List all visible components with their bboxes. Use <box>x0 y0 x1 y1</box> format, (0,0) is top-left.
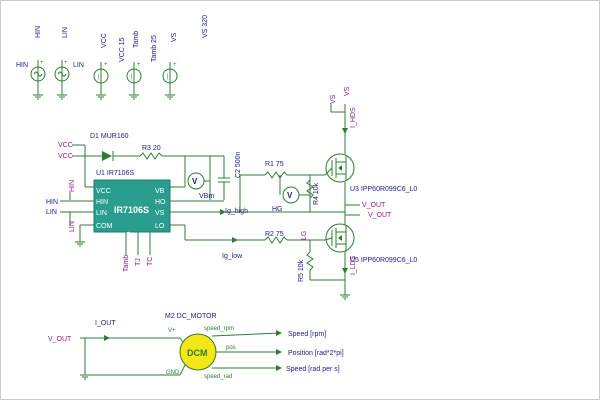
tj-label: TJ <box>135 258 142 266</box>
d1-diode-symbol[interactable] <box>102 151 112 161</box>
svg-text:V: V <box>287 191 293 200</box>
svg-text:+: + <box>137 62 141 68</box>
svg-text:|: | <box>131 74 133 80</box>
motor-body-label: DCM <box>187 348 208 358</box>
u5-mosfet[interactable] <box>325 223 355 253</box>
u1-pin-lin: LIN <box>96 210 107 217</box>
source-vs-label: VS <box>171 32 178 42</box>
vs-side-label: VS <box>344 86 351 96</box>
output-speed-rpm: Speed [rpm] <box>288 331 326 338</box>
v-out-label-2: V_OUT <box>368 212 392 219</box>
r5-label: R5 10k <box>298 259 305 282</box>
motor-pin-pos: pos <box>226 345 236 351</box>
vs-top-rot-label: VS <box>330 94 337 104</box>
source-tamb-rot-label: Tamb 25 <box>151 35 158 62</box>
r4-label: R4 10k <box>313 182 320 205</box>
v-out-motor-label: V_OUT <box>48 336 72 343</box>
vcc-label-1: VCC <box>58 142 73 149</box>
hin-left-label: HIN <box>46 199 58 206</box>
vbm-label: VBm <box>199 193 214 200</box>
lin-left-label: LIN <box>46 209 57 216</box>
source-hin-label: HIN <box>16 62 28 69</box>
u1-label: U1 IR7106S <box>96 170 134 177</box>
svg-text:|: | <box>167 74 169 80</box>
i-out-label: I_OUT <box>95 320 116 327</box>
u1-pin-vb: VB <box>155 188 165 195</box>
vcc-label-2: VCC <box>58 153 73 160</box>
tamb-bottom-label: Tamb <box>123 255 130 272</box>
r1-label: R1 75 <box>265 161 284 168</box>
u1-pin-tamb: TAMB <box>126 231 132 245</box>
u3-label: U3 IPP60R099C6_L0 <box>350 186 417 193</box>
u1-pin-com: COM <box>96 223 113 230</box>
output-speed-rad: Speed [rad per s] <box>286 366 340 373</box>
ig-low-label: Ig_low <box>222 253 243 260</box>
hg-label: HG <box>272 206 283 213</box>
source-vs[interactable]: VS | + <box>162 32 178 100</box>
r3-resistor[interactable] <box>139 152 163 160</box>
u5-label: U5 IPP60R099C6_L0 <box>350 257 417 264</box>
motor-name-label: M2 DC_MOTOR <box>165 313 217 320</box>
r3-label: R3 20 <box>142 145 161 152</box>
u1-ic[interactable] <box>93 179 171 233</box>
u1-pin-lo: LO <box>155 223 165 230</box>
svg-text:+: + <box>40 60 44 66</box>
motor-pin-gnd: GND <box>166 370 180 376</box>
source-lin-rot-label: LIN <box>62 27 69 38</box>
u1-pin-vcc: VCC <box>96 188 111 195</box>
u1-part-label: IR7106S <box>114 205 149 215</box>
output-position: Position [rad*2*pi] <box>288 350 344 357</box>
motor-pin-speed-rpm: speed_rpm <box>204 326 234 332</box>
d1-label: D1 MUR160 <box>90 133 129 140</box>
r2-label: R2 75 <box>265 231 284 238</box>
vs-320-label: VS 320 <box>202 15 209 38</box>
v-out-label-1: V_OUT <box>362 202 386 209</box>
u1-pin-tj: TJ <box>136 234 142 240</box>
ig-high-label: Ig_high <box>225 208 248 215</box>
u1-pin-hin: HIN <box>96 199 108 206</box>
motor-pin-vplus: V+ <box>168 328 176 334</box>
lg-label: LG <box>301 231 308 240</box>
source-tamb[interactable]: Tamb Tamb 25 | + <box>126 31 158 100</box>
r4-resistor[interactable] <box>306 179 314 199</box>
svg-text:+: + <box>64 60 68 66</box>
source-lin[interactable]: LIN LIN + <box>54 27 84 100</box>
i-lds-label: I_LDS <box>350 255 357 275</box>
u1-pin-tc: TC <box>146 233 152 240</box>
i-hds-label: I_HDS <box>350 107 357 128</box>
svg-text:+: + <box>104 62 108 68</box>
r2-resistor[interactable] <box>264 236 288 244</box>
hin-rot-label: HIN <box>69 180 76 192</box>
source-lin-label: LIN <box>73 62 84 69</box>
svg-text:+: + <box>173 62 177 68</box>
source-vcc-rot-label: VCC 15 <box>119 37 126 62</box>
source-hin-rot-label: HIN <box>35 26 42 38</box>
r5-resistor[interactable] <box>306 251 314 271</box>
tc-label: TC <box>147 257 154 266</box>
u1-pin-vs: VS <box>155 210 165 217</box>
source-hin[interactable]: HIN HIN + <box>16 26 46 100</box>
svg-text:|: | <box>98 74 100 80</box>
source-vcc[interactable]: VCC VCC 15 | + <box>93 33 126 100</box>
lin-rot-label: LIN <box>69 221 76 232</box>
u1-pin-ho: HO <box>155 199 166 206</box>
source-vcc-label: VCC <box>101 33 108 48</box>
r1-resistor[interactable] <box>264 171 288 179</box>
motor-pin-speed-rad: speed_rad <box>204 374 232 380</box>
svg-text:V: V <box>192 177 198 186</box>
c2-label: C2 500n <box>235 151 242 178</box>
u3-mosfet[interactable] <box>325 153 355 183</box>
source-tamb-label: Tamb <box>133 31 140 48</box>
